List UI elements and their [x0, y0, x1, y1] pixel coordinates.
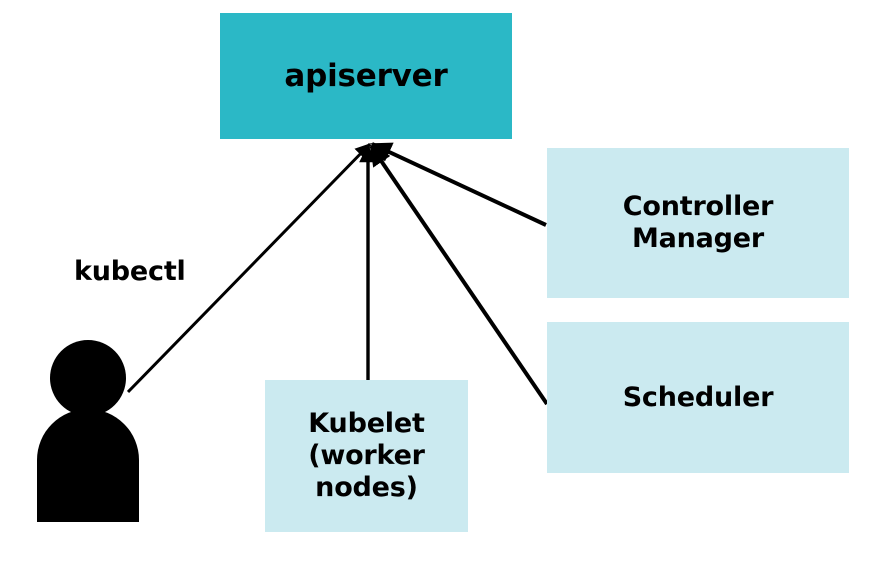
node-controller-manager-label: Controller Manager: [622, 191, 774, 254]
user-body-icon: [37, 409, 139, 522]
node-controller-manager[interactable]: Controller Manager: [547, 148, 849, 298]
node-apiserver[interactable]: apiserver: [220, 13, 512, 139]
user-person-icon[interactable]: [33, 340, 153, 526]
edge-scheduler-to-apiserver: [369, 144, 549, 406]
user-head-icon: [50, 340, 126, 416]
node-scheduler-label: Scheduler: [622, 381, 774, 413]
node-apiserver-label: apiserver: [284, 57, 448, 94]
node-scheduler[interactable]: Scheduler: [547, 322, 849, 473]
node-kubelet-label: Kubelet (worker nodes): [308, 408, 425, 503]
edge-label-kubectl: kubectl: [74, 256, 186, 287]
edge-controller-manager-to-apiserver: [370, 142, 547, 227]
node-kubelet[interactable]: Kubelet (worker nodes): [265, 380, 468, 532]
